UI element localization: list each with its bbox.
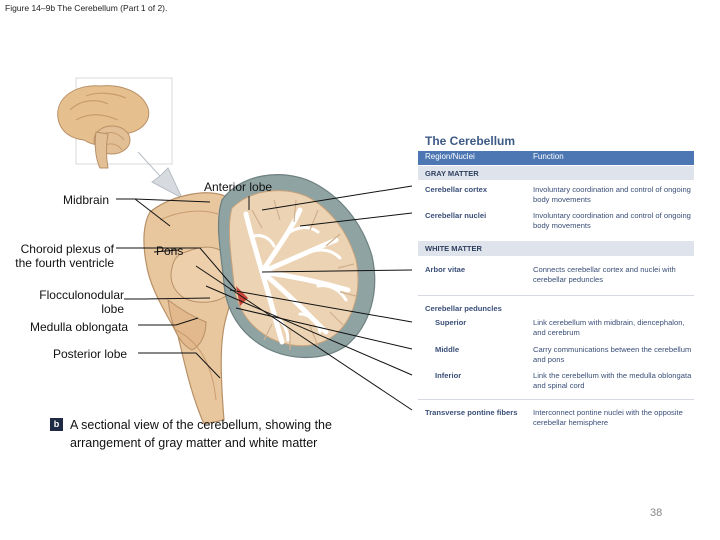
figure-title: Figure 14–9b The Cerebellum (Part 1 of 2… (5, 3, 168, 13)
row-arbor-region: Arbor vitae (425, 265, 466, 274)
pons-label: Pons (156, 244, 184, 258)
page-number: 38 (650, 507, 663, 519)
inset-brain-thumbnail (57, 77, 173, 169)
cerebellum (217, 174, 376, 359)
row-transverse-region: Transverse pontine fibers (425, 408, 518, 417)
flocculonodular-lobe-label: Flocculonodular lobe (39, 288, 124, 316)
posterior-lobe-label: Posterior lobe (53, 347, 128, 361)
row-nuclei-function: Involuntary coordination and control of … (533, 211, 691, 230)
col-region-header: Region/Nuclei (425, 152, 475, 161)
white-matter-band (418, 241, 694, 256)
row-nuclei-region: Cerebellar nuclei (425, 211, 487, 220)
midbrain-label: Midbrain (63, 193, 110, 207)
row-peduncles-region: Cerebellar peduncles (425, 304, 502, 313)
gray-matter-heading: GRAY MATTER (425, 169, 479, 178)
row-arbor-function: Connects cerebellar cortex and nuclei wi… (533, 265, 676, 284)
row-middle-region: Middle (435, 345, 460, 354)
figure-caption: A sectional view of the cerebellum, show… (70, 418, 332, 450)
row-inferior-function: Link the cerebellum with the medulla obl… (533, 371, 692, 390)
panel-letter-badge: b (50, 418, 63, 431)
anterior-lobe-label: Anterior lobe (204, 180, 273, 194)
row-inferior-region: Inferior (435, 371, 462, 380)
choroid-plexus-label: Choroid plexus of the fourth ventricle (15, 242, 114, 270)
table-title: The Cerebellum (425, 134, 516, 148)
row-cortex-function: Involuntary coordination and control of … (533, 185, 691, 204)
col-function-header: Function (533, 152, 564, 161)
white-matter-heading: WHITE MATTER (425, 244, 482, 253)
row-cortex-region: Cerebellar cortex (425, 185, 488, 194)
leader-lines-left (116, 196, 250, 379)
gray-matter-band (418, 166, 694, 180)
row-superior-function: Link cerebellum with midbrain, diencepha… (533, 318, 685, 337)
table-divider-2 (418, 399, 694, 400)
row-middle-function: Carry communications between the cerebel… (533, 345, 692, 364)
row-superior-region: Superior (435, 318, 467, 327)
table-header: Region/Nuclei Function (418, 151, 694, 165)
medulla-oblongata-label: Medulla oblongata (30, 320, 129, 334)
table-divider (418, 295, 694, 296)
row-transverse-function: Interconnect pontine nuclei with the opp… (533, 408, 683, 427)
leader-lines-right (195, 185, 413, 411)
